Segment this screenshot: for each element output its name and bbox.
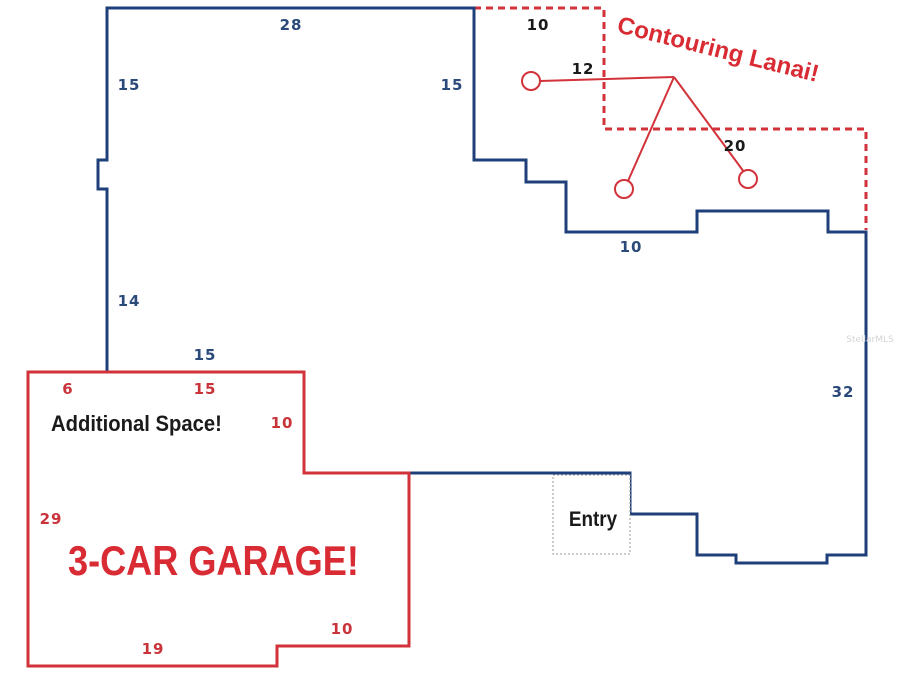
dim-lanai-inner: 12	[572, 60, 595, 78]
dim-house-right: 32	[832, 383, 855, 401]
garage-outline	[26, 370, 411, 668]
dim-house-inner-right: 15	[441, 76, 464, 94]
dim-garage-top: 15	[194, 380, 217, 398]
entry-label: Entry	[569, 508, 617, 531]
lanai-pointer-lines	[521, 71, 758, 199]
house-outline	[96, 6, 868, 565]
dim-garage-bottom-right: 10	[331, 620, 354, 638]
dim-house-top: 28	[280, 16, 303, 34]
lanai-dashed-outline	[474, 6, 868, 230]
dim-garage-right-upper: 10	[271, 414, 294, 432]
dim-garage-bottom: 19	[142, 640, 165, 658]
dim-house-left-upper: 15	[118, 76, 141, 94]
additional-space-callout: Additional Space!	[51, 412, 222, 436]
entry-box	[552, 474, 631, 555]
dim-lanai-top: 10	[527, 16, 550, 34]
dim-house-left-lower: 14	[118, 292, 141, 310]
dim-house-bottom-notch: 10	[620, 238, 643, 256]
garage-callout: 3-CAR GARAGE!	[68, 539, 359, 585]
lanai-callout: Contouring Lanai!	[615, 12, 822, 88]
dim-house-step: 15	[194, 346, 217, 364]
watermark: StellarMLS	[846, 335, 894, 345]
dim-garage-left: 29	[40, 510, 63, 528]
dim-garage-top-left: 6	[62, 380, 73, 398]
dim-lanai-outer: 20	[724, 137, 747, 155]
